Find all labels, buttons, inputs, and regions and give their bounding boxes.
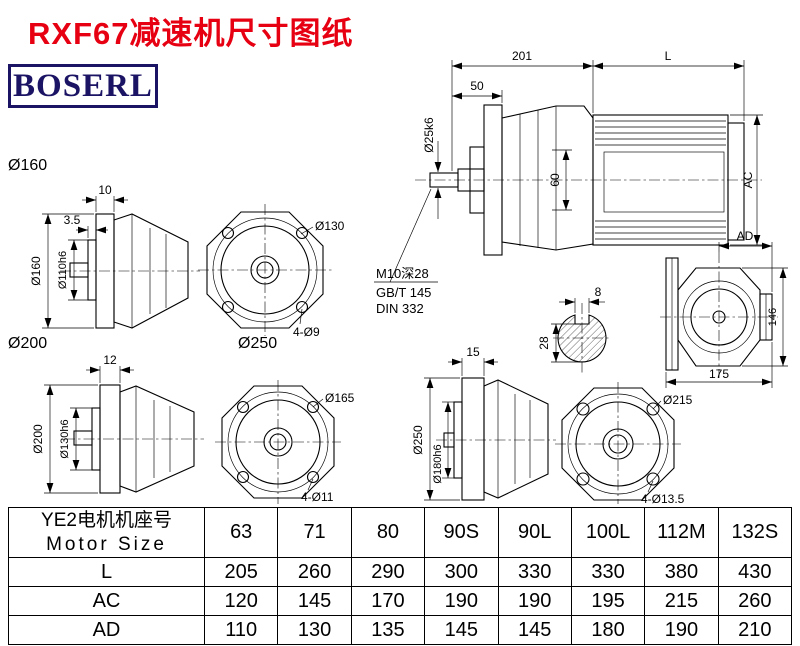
reducer-200-front-view: Ø165 4-Ø11 bbox=[215, 380, 355, 504]
dim-d200-label: Ø200 bbox=[31, 424, 45, 454]
dim-d130-label: Ø130 bbox=[315, 219, 345, 233]
shaft-key-section: 8 28 bbox=[537, 285, 611, 373]
dim-d180h6-label: Ø180h6 bbox=[432, 444, 444, 483]
row-label-cell: L bbox=[8, 557, 205, 587]
note-gb-label: GB/T 145 bbox=[376, 285, 431, 300]
table-cell: 190 bbox=[644, 615, 719, 645]
dim-AC-label: AC bbox=[741, 171, 755, 188]
note-thread-label: M10深28 bbox=[376, 266, 429, 281]
reducer-250-side-view: 15 Ø250 Ø180h6 bbox=[411, 345, 556, 501]
table-cell: 215 bbox=[644, 586, 719, 616]
dim-15-label: 15 bbox=[466, 345, 480, 359]
table-cell: 145 bbox=[497, 615, 572, 645]
dim-d215-label: Ø215 bbox=[663, 393, 693, 407]
size-header-cell: 80 bbox=[350, 507, 426, 558]
dim-60-label: 60 bbox=[548, 173, 562, 187]
motor-size-label-cn: YE2电机机座号 bbox=[41, 509, 172, 531]
table-cell: 145 bbox=[424, 615, 499, 645]
note-din-label: DIN 332 bbox=[376, 301, 424, 316]
dim-d250-label: Ø250 bbox=[411, 425, 425, 455]
assembly-drawing: 201 L 50 Ø25k6 60 AC M10深28 GB/T 145 DIN… bbox=[374, 49, 763, 316]
table-cell: 430 bbox=[717, 557, 793, 587]
table-cell: 195 bbox=[570, 586, 646, 616]
dim-28-label: 28 bbox=[537, 336, 551, 350]
table-row-L: L 205 260 290 300 330 330 380 430 bbox=[8, 557, 793, 587]
size-header-cell: 100L bbox=[570, 507, 646, 558]
dim-10-label: 10 bbox=[98, 183, 112, 197]
table-row-AC: AC 120 145 170 190 190 195 215 260 bbox=[8, 586, 793, 616]
motor-size-header-cell: YE2电机机座号 Motor Size bbox=[8, 507, 205, 558]
table-cell: 260 bbox=[277, 557, 352, 587]
section-label-250: Ø250 bbox=[238, 335, 277, 352]
reducer-160-side-view: 10 3.5 Ø160 Ø110h6 bbox=[29, 183, 200, 329]
technical-drawing-canvas: Ø160 Ø200 Ø250 10 3.5 Ø160 Ø110h6 bbox=[8, 49, 788, 505]
table-cell: 330 bbox=[497, 557, 572, 587]
table-cell: 170 bbox=[350, 586, 426, 616]
dim-50-label: 50 bbox=[470, 79, 484, 93]
dim-4d13-5-label: 4-Ø13.5 bbox=[641, 492, 685, 505]
row-label-cell: AC bbox=[8, 586, 205, 616]
table-cell: 290 bbox=[350, 557, 426, 587]
size-header-cell: 132S bbox=[717, 507, 793, 558]
section-label-200: Ø200 bbox=[8, 335, 47, 352]
dim-d130h6-label: Ø130h6 bbox=[59, 419, 71, 458]
size-header-cell: 71 bbox=[277, 507, 352, 558]
table-cell: 300 bbox=[424, 557, 499, 587]
dimension-table: YE2电机机座号 Motor Size 63 71 80 90S 90L 100… bbox=[8, 507, 793, 645]
table-cell: 380 bbox=[644, 557, 719, 587]
page-title: RXF67减速机尺寸图纸 bbox=[28, 16, 354, 51]
motor-side-view: AD 146 175 bbox=[660, 229, 788, 388]
table-cell: 135 bbox=[350, 615, 426, 645]
table-cell: 110 bbox=[203, 615, 279, 645]
section-label-160: Ø160 bbox=[8, 157, 47, 174]
table-cell: 260 bbox=[717, 586, 793, 616]
table-cell: 180 bbox=[570, 615, 646, 645]
reducer-160-front-view: Ø130 4-Ø9 bbox=[198, 204, 345, 339]
dim-175-label: 175 bbox=[709, 367, 729, 381]
brand-logo: BOSERL bbox=[8, 64, 158, 108]
table-cell: 130 bbox=[277, 615, 352, 645]
size-header-cell: 90L bbox=[497, 507, 572, 558]
dim-AD-label: AD bbox=[737, 229, 754, 243]
size-header-cell: 90S bbox=[424, 507, 499, 558]
table-cell: 205 bbox=[203, 557, 279, 587]
dim-12-label: 12 bbox=[103, 353, 117, 367]
dim-8-label: 8 bbox=[595, 285, 602, 299]
reducer-250-front-view: Ø215 4-Ø13.5 bbox=[555, 382, 693, 505]
table-cell: 330 bbox=[570, 557, 646, 587]
dim-4d11-label: 4-Ø11 bbox=[301, 490, 334, 504]
dim-shaft-label: Ø25k6 bbox=[422, 117, 436, 153]
table-cell: 190 bbox=[497, 586, 572, 616]
size-header-cell: 112M bbox=[644, 507, 719, 558]
size-header-cell: 63 bbox=[203, 507, 279, 558]
motor-size-label-en: Motor Size bbox=[46, 533, 167, 555]
table-cell: 190 bbox=[424, 586, 499, 616]
table-row-AD: AD 110 130 135 145 145 180 190 210 bbox=[8, 615, 793, 645]
dim-146-label: 146 bbox=[767, 308, 779, 326]
dim-d110h6-label: Ø110h6 bbox=[57, 251, 69, 289]
dim-201-label: 201 bbox=[512, 49, 532, 63]
row-label-cell: AD bbox=[8, 615, 205, 645]
dim-d165-label: Ø165 bbox=[325, 391, 355, 405]
dim-d160-label: Ø160 bbox=[29, 256, 43, 286]
table-cell: 210 bbox=[717, 615, 793, 645]
dim-L-label: L bbox=[665, 49, 672, 63]
table-cell: 120 bbox=[203, 586, 279, 616]
reducer-200-side-view: 12 Ø200 Ø130h6 bbox=[31, 353, 204, 494]
dim-3-5-label: 3.5 bbox=[64, 213, 81, 227]
dim-4d9-label: 4-Ø9 bbox=[293, 325, 320, 339]
table-cell: 145 bbox=[277, 586, 352, 616]
